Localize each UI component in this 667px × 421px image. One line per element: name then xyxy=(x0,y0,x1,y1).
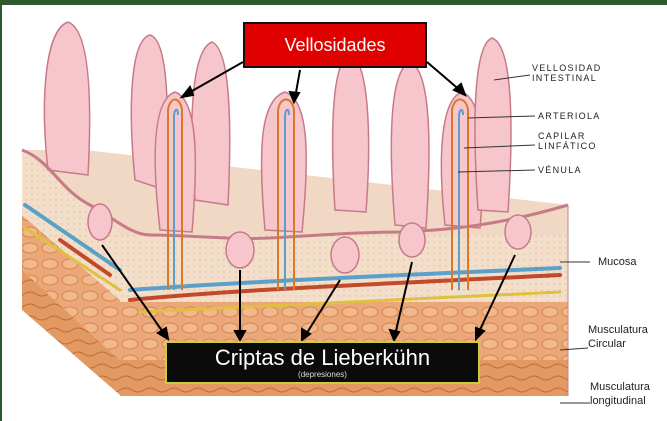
villus xyxy=(44,22,89,175)
villus xyxy=(333,55,369,212)
label-venula: VÉNULA xyxy=(538,165,582,175)
crypts-title: Criptas de Lieberkühn xyxy=(167,345,478,371)
villi-title-box: Vellosidades xyxy=(243,22,427,68)
label-vellosidad: VELLOSIDAD INTESTINAL xyxy=(532,63,602,83)
villus xyxy=(192,42,230,205)
crypts-title-box: Criptas de Lieberkühn (depresiones) xyxy=(165,341,480,384)
label-arteriola: ARTERIOLA xyxy=(538,111,601,121)
crypts-subtitle: (depresiones) xyxy=(167,370,478,379)
label-mucosa: Mucosa xyxy=(598,255,637,269)
label-capilar: CAPILAR LINFÁTICO xyxy=(538,131,597,151)
label-longitudinal: Musculatura longitudinal xyxy=(590,380,650,408)
villus xyxy=(475,38,511,212)
villus xyxy=(391,62,429,228)
label-circular: Musculatura Circular xyxy=(588,323,648,351)
villus xyxy=(262,92,307,232)
